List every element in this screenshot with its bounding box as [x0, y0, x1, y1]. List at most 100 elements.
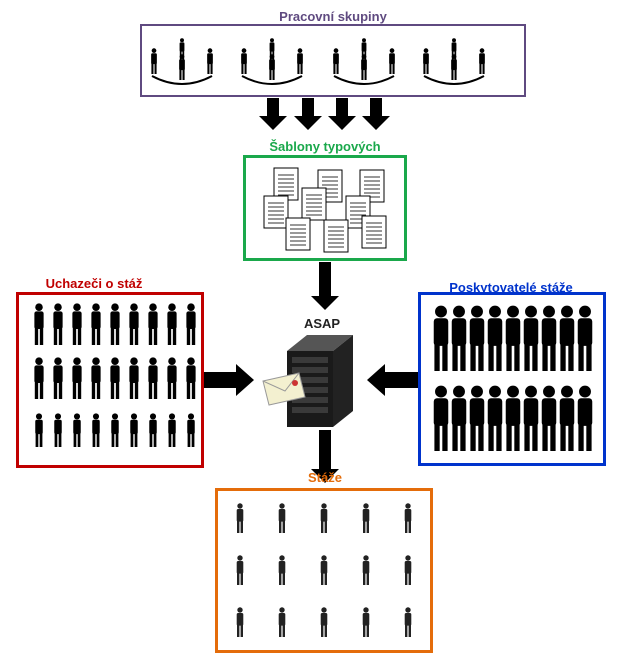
envelope-icon: [262, 372, 306, 406]
applicant-silhouette: [91, 303, 101, 345]
providers-box: [418, 292, 606, 466]
provider-silhouette: [469, 305, 485, 371]
applicant-silhouette: [149, 413, 157, 447]
provider-silhouette: [487, 385, 503, 451]
work-groups-box: [140, 24, 526, 97]
profession-icons: [236, 503, 412, 637]
applicant-silhouette: [35, 413, 43, 447]
templates-title: Šablony typových: [269, 139, 381, 154]
meeting-table-icon: [241, 38, 303, 85]
profession-icon: [236, 555, 244, 585]
applicant-silhouette: [111, 413, 119, 447]
applicant-silhouette: [34, 303, 44, 345]
applicant-silhouettes: [34, 303, 196, 447]
person-icon: [333, 48, 339, 74]
profession-icon: [236, 503, 244, 533]
document-icons: [263, 167, 387, 253]
provider-silhouettes: [433, 305, 593, 451]
applicant-silhouette: [167, 357, 177, 399]
applicant-silhouette: [168, 413, 176, 447]
applicant-silhouette: [130, 413, 138, 447]
provider-silhouette: [469, 385, 485, 451]
provider-silhouette: [559, 305, 575, 371]
profession-icon: [362, 503, 370, 533]
applicant-silhouette: [72, 303, 82, 345]
arrow-right-icon: [204, 364, 254, 396]
profession-icon: [320, 503, 328, 533]
profession-icon: [236, 607, 244, 637]
applicant-silhouette: [110, 357, 120, 399]
meeting-icons: [151, 38, 485, 85]
applicant-silhouette: [148, 357, 158, 399]
internships-title: Stáže: [308, 470, 342, 485]
profession-icon: [320, 555, 328, 585]
applicant-silhouette: [53, 303, 63, 345]
applicant-silhouette: [34, 357, 44, 399]
work-groups-title: Pracovní skupiny: [279, 9, 387, 24]
document-icon: [361, 215, 387, 249]
arrow-down-icon: [362, 98, 390, 130]
applicant-silhouette: [72, 357, 82, 399]
providers-title: Poskytovatelé stáže: [449, 280, 573, 295]
applicant-silhouette: [92, 413, 100, 447]
arrow-down-icon: [311, 262, 339, 310]
person-icon: [423, 48, 429, 74]
person-icon: [179, 54, 185, 80]
applicants-title: Uchazeči o stáž: [45, 276, 143, 291]
provider-silhouette: [505, 305, 521, 371]
provider-silhouette: [577, 305, 593, 371]
profession-icon: [362, 555, 370, 585]
arrow-down-icon: [311, 430, 339, 483]
applicant-silhouette: [187, 413, 195, 447]
arrow-down-icon: [328, 98, 356, 130]
applicant-silhouette: [110, 303, 120, 345]
applicant-silhouette: [186, 303, 196, 345]
applicant-silhouette: [129, 303, 139, 345]
provider-silhouette: [541, 385, 557, 451]
applicant-silhouette: [54, 413, 62, 447]
person-icon: [241, 48, 247, 74]
arrow-left-icon: [367, 364, 418, 396]
provider-silhouette: [433, 305, 449, 371]
server-icon: [262, 335, 353, 427]
profession-icon: [278, 607, 286, 637]
profession-icon: [404, 555, 412, 585]
person-icon: [297, 48, 303, 74]
document-icon: [285, 217, 311, 251]
meeting-table-icon: [333, 38, 395, 85]
applicant-silhouette: [91, 357, 101, 399]
templates-box: [243, 155, 407, 261]
person-icon: [151, 48, 157, 74]
profession-icon: [278, 555, 286, 585]
person-icon: [207, 48, 213, 74]
applicant-silhouette: [186, 357, 196, 399]
applicant-silhouette: [73, 413, 81, 447]
meeting-table-icon: [151, 38, 213, 85]
document-icon: [263, 195, 289, 229]
provider-silhouette: [433, 385, 449, 451]
applicant-silhouette: [129, 357, 139, 399]
document-icon: [301, 187, 327, 221]
profession-icon: [320, 607, 328, 637]
document-icon: [323, 219, 349, 253]
provider-silhouette: [577, 385, 593, 451]
person-icon: [269, 54, 275, 80]
arrow-down-icon: [294, 98, 322, 130]
provider-silhouette: [505, 385, 521, 451]
profession-icon: [404, 607, 412, 637]
provider-silhouette: [451, 305, 467, 371]
person-icon: [361, 54, 367, 80]
profession-icon: [278, 503, 286, 533]
person-icon: [451, 54, 457, 80]
meeting-table-icon: [423, 38, 485, 85]
applicant-silhouette: [148, 303, 158, 345]
document-icon: [273, 167, 299, 201]
internships-box: [215, 488, 433, 653]
asap-label: ASAP: [303, 316, 341, 331]
provider-silhouette: [559, 385, 575, 451]
applicants-box: [16, 292, 204, 468]
provider-silhouette: [451, 385, 467, 451]
applicant-silhouette: [53, 357, 63, 399]
applicant-silhouette: [167, 303, 177, 345]
person-icon: [479, 48, 485, 74]
